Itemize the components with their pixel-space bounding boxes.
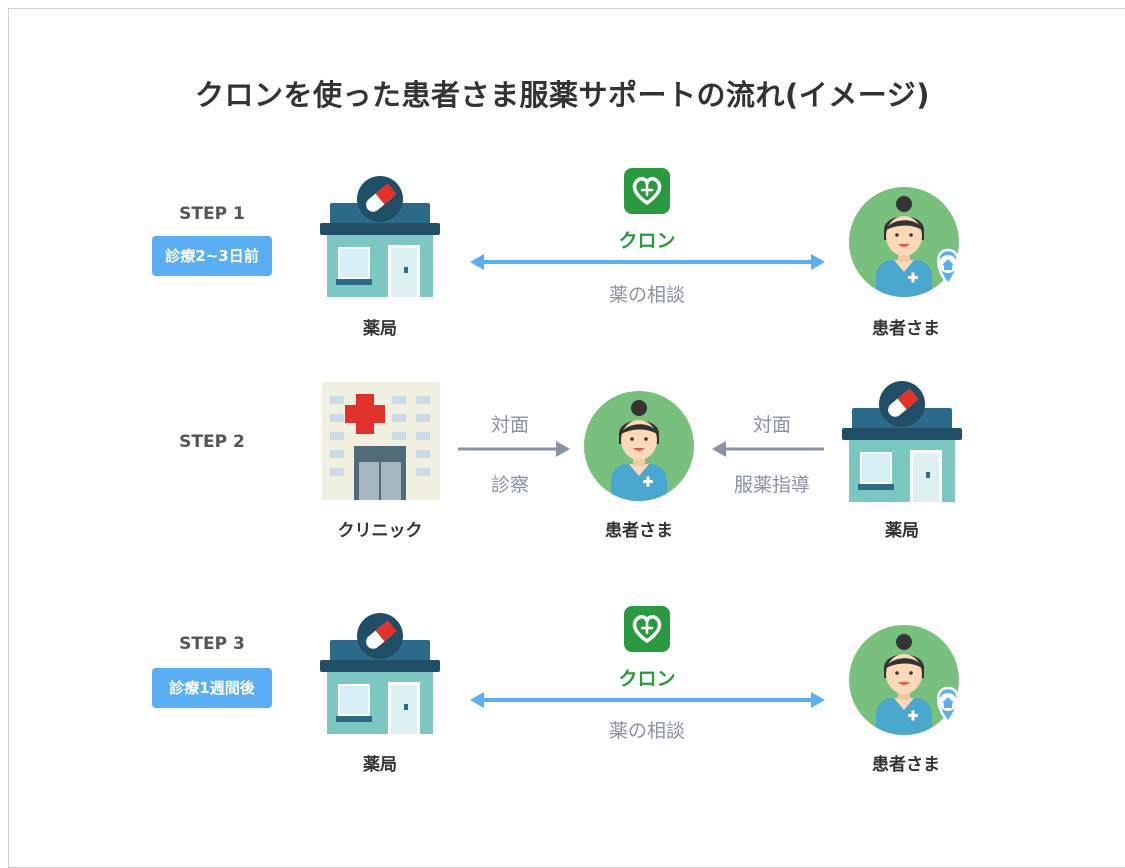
step3-flow-label: 薬の相談 — [608, 720, 685, 742]
kuron-app-icon — [624, 606, 670, 652]
step3-right-caption: 患者さま — [872, 755, 940, 775]
step2-right-flow-top: 対面 — [752, 414, 791, 436]
step2-left-flow-bottom: 診察 — [490, 474, 529, 496]
step3-left-caption: 薬局 — [363, 755, 397, 775]
step1-timing-badge: 診療2~3日前 — [152, 236, 272, 276]
step1-label: STEP 1 — [179, 204, 245, 224]
step2-right-flow-bottom: 服薬指導 — [733, 474, 810, 496]
patient-at-home-icon — [849, 625, 959, 735]
step2-left-flow-top: 対面 — [490, 414, 529, 436]
step2-center-caption: 患者さま — [605, 521, 673, 541]
arrow-right — [458, 441, 570, 457]
arrow-left — [712, 441, 824, 457]
pharmacy-icon — [320, 613, 440, 734]
pharmacy-icon — [320, 176, 440, 297]
step2-right-caption: 薬局 — [885, 521, 919, 541]
step3-timing-badge: 診療1週間後 — [152, 668, 272, 708]
clinic-icon — [322, 382, 440, 500]
bidirectional-arrow — [470, 692, 825, 708]
patient-icon — [584, 391, 694, 501]
step3-label: STEP 3 — [179, 634, 245, 654]
step1-left-caption: 薬局 — [363, 319, 397, 339]
pharmacy-icon — [842, 381, 962, 502]
patient-at-home-icon — [849, 187, 959, 297]
bidirectional-arrow — [470, 254, 825, 270]
kuron-app-icon — [624, 168, 670, 214]
step1-right-caption: 患者さま — [872, 319, 940, 339]
step1-app-name: クロン — [618, 230, 676, 252]
step1-flow-label: 薬の相談 — [608, 284, 685, 306]
page-title: クロンを使った患者さま服薬サポートの流れ(イメージ) — [195, 78, 930, 112]
step3-app-name: クロン — [618, 668, 676, 690]
step2-label: STEP 2 — [179, 432, 245, 452]
step2-left-caption: クリニック — [337, 521, 423, 541]
